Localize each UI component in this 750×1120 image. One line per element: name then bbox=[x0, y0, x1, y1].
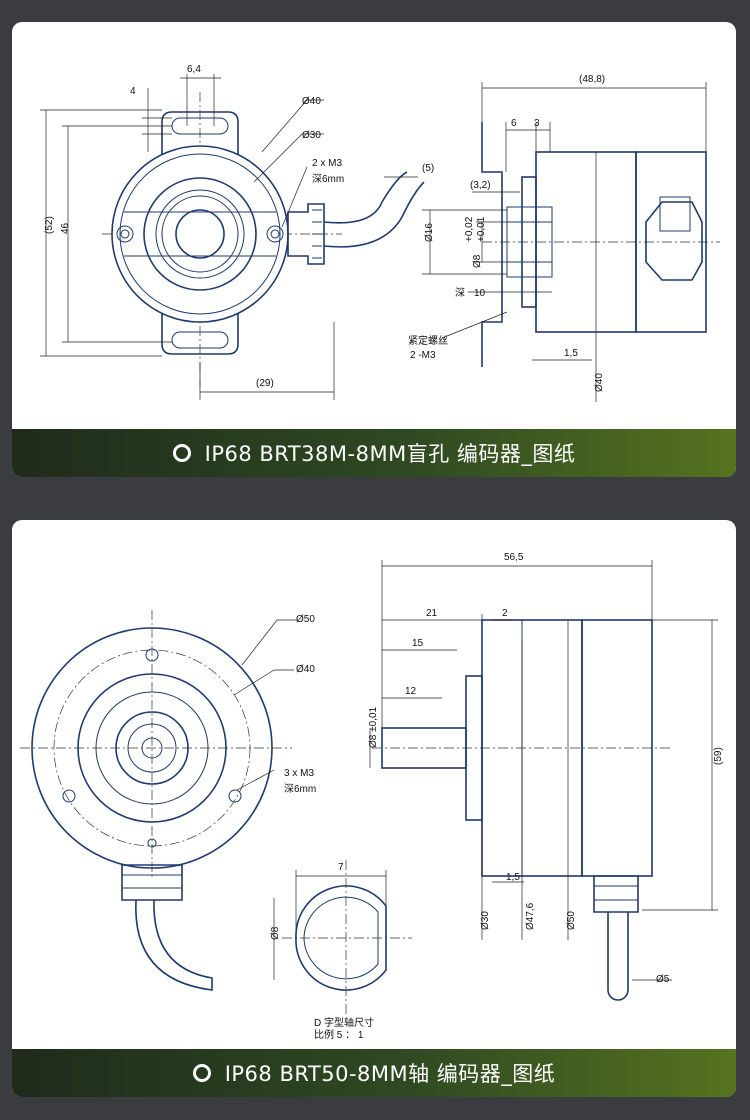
front-view: Ø50 Ø40 3 x M3 深6mm bbox=[20, 610, 316, 991]
dim-6-4: 6,4 bbox=[187, 64, 201, 75]
label-set-screw-m3: 2 -M3 bbox=[410, 350, 436, 361]
front-view: 6,4 4 Ø40 Ø30 2 x M3 深6mm (5) (52) 46 (2… bbox=[40, 64, 434, 400]
dim-5: (5) bbox=[422, 163, 434, 174]
dim-d40-side: Ø40 bbox=[594, 373, 605, 392]
panel-title-banner: IP68 BRT38M-8MM盲孔 编码器_图纸 bbox=[12, 429, 736, 477]
dim-d30: Ø30 bbox=[480, 911, 491, 930]
circle-bullet-icon bbox=[192, 1064, 211, 1082]
dim-52: (52) bbox=[44, 216, 55, 234]
dim-d8-detail: Ø8 bbox=[270, 926, 281, 940]
dim-d8: Ø8 bbox=[472, 254, 483, 268]
dim-d16: Ø16 bbox=[424, 223, 435, 242]
dim-12: 12 bbox=[405, 686, 417, 697]
dim-d50: Ø50 bbox=[296, 614, 315, 625]
dim-4: 4 bbox=[130, 86, 136, 97]
dim-29: (29) bbox=[256, 378, 274, 389]
side-view: 56,5 21 2 15 12 Ø8 ±0,01 (59) 1,5 Ø30 Ø4… bbox=[368, 552, 724, 1001]
d-shaft-detail: 7 Ø8 D 字型轴尺寸 比例 5 ： 1 bbox=[270, 860, 412, 1041]
dim-7: 7 bbox=[338, 862, 344, 873]
dim-15: 15 bbox=[412, 638, 424, 649]
label-deep: 深 bbox=[455, 287, 465, 299]
dim-1-5: 1,5 bbox=[506, 872, 520, 883]
drawing-panel-brt38m: 6,4 4 Ø40 Ø30 2 x M3 深6mm (5) (52) 46 (2… bbox=[12, 22, 736, 477]
dim-1-5: 1,5 bbox=[564, 348, 578, 359]
brt38m-technical-drawing: 6,4 4 Ø40 Ø30 2 x M3 深6mm (5) (52) 46 (2… bbox=[40, 64, 720, 402]
panel-title: IP68 BRT38M-8MM盲孔 编码器_图纸 bbox=[204, 442, 576, 466]
label-depth: 深6mm bbox=[312, 173, 344, 185]
dim-d50-side: Ø50 bbox=[566, 911, 577, 930]
dim-46: 46 bbox=[60, 222, 71, 234]
drawing-panel-brt50: Ø50 Ø40 3 x M3 深6mm 7 Ø8 D 字型轴尺寸 比例 5 ： … bbox=[12, 520, 736, 1097]
dim-56-5: 56,5 bbox=[504, 552, 524, 563]
panel-title-banner: IP68 BRT50-8MM轴 编码器_图纸 bbox=[12, 1049, 736, 1097]
dim-3-2: (3,2) bbox=[470, 180, 491, 191]
label-m3: 3 x M3 bbox=[284, 768, 314, 779]
circle-bullet-icon bbox=[172, 444, 191, 462]
dim-d40: Ø40 bbox=[296, 664, 315, 675]
dim-59: (59) bbox=[713, 747, 724, 765]
label-scale: 比例 5 ： 1 bbox=[314, 1028, 364, 1041]
tol-plus-002: +0,02 bbox=[464, 216, 475, 242]
dim-3: 3 bbox=[534, 118, 540, 129]
dim-48-8: (48,8) bbox=[579, 74, 605, 85]
brt50-technical-drawing: Ø50 Ø40 3 x M3 深6mm 7 Ø8 D 字型轴尺寸 比例 5 ： … bbox=[20, 552, 724, 1041]
dim-10: 10 bbox=[474, 288, 486, 299]
panel-title: IP68 BRT50-8MM轴 编码器_图纸 bbox=[224, 1062, 556, 1086]
dim-2: 2 bbox=[502, 608, 508, 619]
tol-plus-001: +0,01 bbox=[476, 216, 487, 242]
dim-d5: Ø5 bbox=[656, 974, 670, 985]
label-m3: 2 x M3 bbox=[312, 158, 342, 169]
dim-d47-6: Ø47,6 bbox=[525, 902, 536, 930]
dim-d30: Ø30 bbox=[302, 130, 321, 141]
dim-d8-tolerance: Ø8 ±0,01 bbox=[368, 706, 379, 748]
side-view: (48,8) 6 3 (3,2) +0,02 +0,01 Ø16 Ø8 深 10… bbox=[408, 74, 720, 402]
dim-6: 6 bbox=[511, 118, 517, 129]
label-set-screw: 紧定螺丝 bbox=[408, 334, 448, 347]
label-d-shaft: D 字型轴尺寸 bbox=[314, 1016, 374, 1029]
dim-21: 21 bbox=[426, 608, 438, 619]
dim-d40: Ø40 bbox=[302, 96, 321, 107]
label-depth: 深6mm bbox=[284, 783, 316, 795]
